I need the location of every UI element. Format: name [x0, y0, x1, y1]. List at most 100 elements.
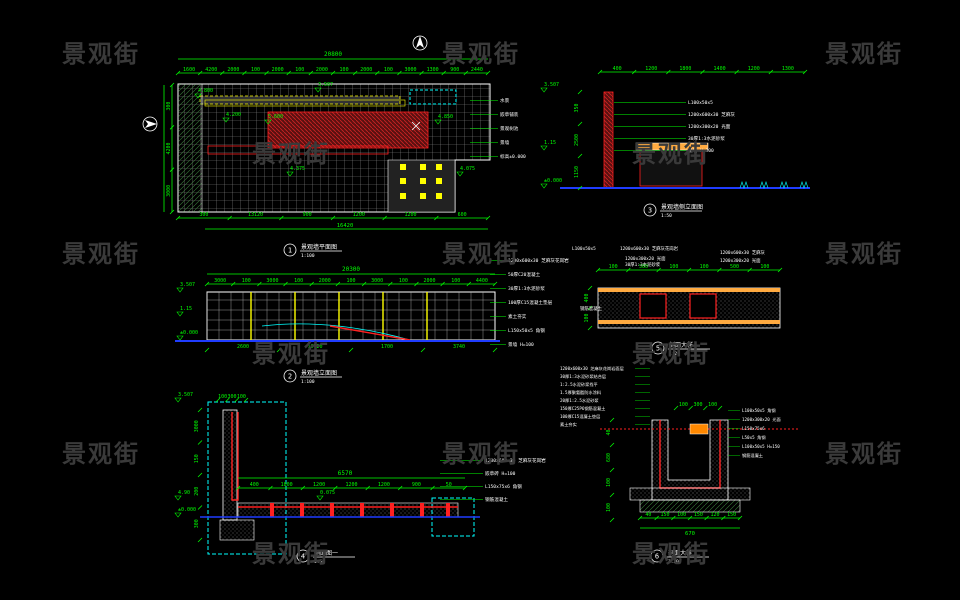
- view-number: 3: [648, 207, 652, 215]
- leader-note: 1200x600x30 芝麻灰花岗岩: [485, 457, 546, 464]
- dim-label: 300: [199, 212, 208, 218]
- level-label: 4.850: [438, 114, 453, 120]
- level-label: 5.600: [268, 114, 283, 120]
- level-marker-icon: [264, 119, 272, 125]
- dim-label: 100: [451, 278, 460, 284]
- leader-note: L150x75x6: [742, 426, 765, 431]
- view-number: 2: [288, 373, 292, 381]
- plan-overall-dim: 20800: [324, 51, 342, 58]
- dim-label: 100: [677, 512, 686, 518]
- dim-label: 100: [294, 278, 303, 284]
- dim-label: 13120: [248, 212, 263, 218]
- dim-label: 680: [606, 453, 612, 462]
- dim-label: 1600: [183, 67, 195, 73]
- leader-note: 30厚1:3水泥砂浆: [625, 261, 661, 268]
- section-ribs: [270, 503, 450, 517]
- dim-label: 4200: [205, 67, 217, 73]
- level-marker-icon: [222, 117, 230, 123]
- dim-label: 3000: [214, 278, 226, 284]
- leader-note: L50x5 角钢: [742, 434, 766, 441]
- dim-label: 400: [613, 66, 622, 72]
- leader-note: 20厚1:2.5水泥砂浆: [560, 397, 599, 404]
- dim-label: 300: [166, 102, 172, 111]
- plan-water-feature: [267, 111, 429, 149]
- dim-label: 1200: [748, 66, 760, 72]
- level-label: ±0.000: [180, 330, 198, 336]
- dim-label: 900: [303, 212, 312, 218]
- dim-label: 300: [227, 394, 236, 400]
- view-scale: 1:100: [301, 253, 315, 259]
- dim-label: 150: [194, 454, 200, 463]
- dim-label: 3000: [404, 67, 416, 73]
- leader-note: 1200x600x30 芝麻灰花岗岩: [508, 257, 569, 264]
- level-marker-icon: [176, 287, 184, 293]
- dim-label: 100: [237, 394, 246, 400]
- leader-note: 水景: [500, 97, 510, 104]
- leader-note: 钢筋混凝土: [580, 305, 603, 312]
- dim-label: 4200: [166, 142, 172, 154]
- level-marker-icon: [434, 119, 442, 125]
- leader-note: L100x50x5: [572, 246, 596, 252]
- level-marker-icon: [176, 335, 184, 341]
- dim-label: 100: [584, 313, 590, 322]
- dim-label: 100: [242, 278, 251, 284]
- dim-label: 150: [727, 512, 736, 518]
- dim-label: 3000: [371, 278, 383, 284]
- dim-label: 100: [399, 278, 408, 284]
- level-label: ±0.000: [178, 507, 196, 513]
- dim-label: 1300: [427, 67, 439, 73]
- leader-note: 素土夯实: [560, 421, 577, 428]
- dim-label: 2000: [319, 278, 331, 284]
- view-scale: 1:100: [301, 379, 315, 385]
- level-marker-icon: [174, 495, 182, 501]
- leader-note: L100x50x5 角钢: [742, 407, 776, 414]
- level-label: 4.800: [198, 88, 213, 94]
- leader-note: 钢筋混凝土: [742, 452, 763, 459]
- elevation-notes: 1200x600x30 芝麻灰花岗岩50厚C20混凝土30厚1:3水泥砂浆100…: [490, 257, 569, 348]
- view-title: 剖面大样: [668, 549, 692, 557]
- plan-tree-pits: [400, 164, 442, 199]
- dim-label: 100: [606, 503, 612, 512]
- dim-label: 1300: [782, 66, 794, 72]
- dim-label: 100: [251, 67, 260, 73]
- plan-bottom-total: 16420: [337, 223, 354, 229]
- leader-note: 100厚C15混凝土垫层: [560, 413, 600, 420]
- level-label: 4.075: [460, 166, 475, 172]
- dim-label: 100: [384, 67, 393, 73]
- section-width: 6570: [338, 470, 353, 477]
- dim-label: 1400: [714, 66, 726, 72]
- dim-label: 10720: [307, 344, 322, 350]
- level-marker-icon: [174, 397, 182, 403]
- level-marker-icon: [194, 93, 202, 99]
- dim-label: 400: [584, 293, 590, 302]
- level-label: 4.375: [290, 166, 305, 172]
- dim-label: 500: [730, 264, 739, 270]
- level-label: ±0.000: [544, 178, 562, 184]
- level-marker-icon: [540, 87, 548, 93]
- dim-label: 100: [679, 402, 688, 408]
- elevation-overall-dim: 20300: [342, 266, 360, 273]
- level-label: 4.200: [226, 112, 241, 118]
- dim-label: 100: [760, 264, 769, 270]
- leader-note: 1200x600x30 芝麻灰花岗岩: [620, 245, 679, 252]
- leader-note: 1200x300x20 光面: [742, 416, 781, 423]
- view-number-circle: [296, 549, 310, 563]
- dim-label: 350: [574, 103, 580, 112]
- elevation-grid: [206, 292, 495, 340]
- dim-label: 900: [450, 67, 459, 73]
- level-marker-icon: [174, 512, 182, 518]
- view-scale: 1:20: [669, 351, 680, 357]
- dim-label: 100: [295, 67, 304, 73]
